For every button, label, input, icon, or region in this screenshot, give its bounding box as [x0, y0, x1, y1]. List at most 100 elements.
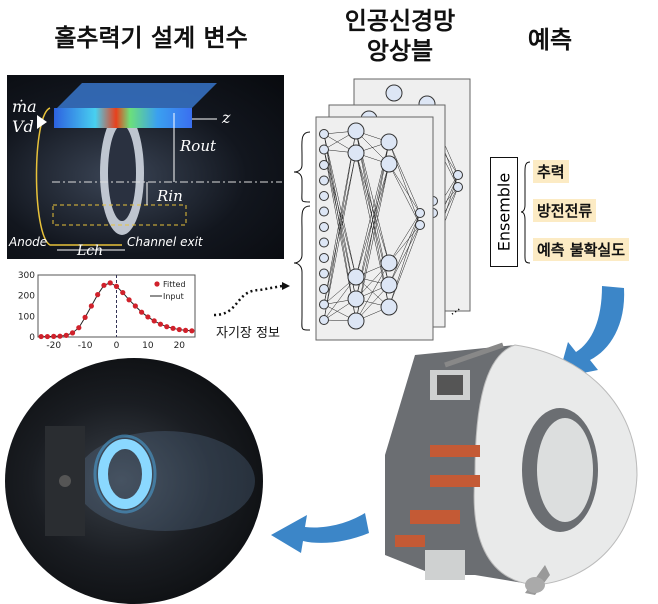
fitted-point	[139, 309, 145, 315]
channel-box	[52, 204, 187, 226]
output-thrust: 추력	[533, 160, 569, 183]
prediction-title: 예측	[527, 26, 573, 54]
nn-node	[380, 133, 398, 151]
thruster-schematic-image: ṁa Vd z Rout Rin Anode Channel exit Lch	[7, 75, 284, 259]
nn-edge	[323, 152, 357, 321]
fitted-point	[170, 325, 176, 331]
nn-edge	[388, 141, 421, 214]
x-tick-label: -10	[78, 341, 93, 351]
nn-edge	[388, 212, 421, 264]
dotted-arrow	[213, 282, 290, 317]
fitted-point	[120, 289, 126, 296]
legend-input-label: Input	[163, 292, 184, 301]
nn-node	[380, 276, 398, 294]
fitted-point	[113, 283, 120, 289]
fitted-point	[44, 333, 51, 340]
nn-node	[380, 254, 398, 272]
fitted-point	[157, 321, 164, 327]
inflow-arrow-icon	[37, 115, 47, 129]
fitted-point	[51, 333, 57, 339]
fitted-point	[82, 314, 88, 320]
fitted-point	[57, 333, 63, 339]
design-variables-title: 홀추력기 설계 변수	[54, 24, 248, 52]
nn-edge	[323, 130, 357, 305]
output-brace	[520, 161, 531, 264]
nn-node	[319, 299, 329, 310]
x-tick-label: 0	[114, 341, 120, 351]
fitted-point	[63, 332, 69, 338]
fitted-point	[95, 292, 101, 298]
nn-panel	[315, 116, 434, 341]
nn-node	[347, 312, 365, 330]
nn-node	[319, 315, 329, 325]
nn-edge	[355, 141, 390, 322]
nn-node	[319, 237, 329, 248]
curved-arrow-left	[271, 513, 369, 553]
legend-fitted-label: Fitted	[163, 280, 186, 289]
nn-node	[319, 129, 329, 139]
nn-node	[385, 84, 403, 102]
nn-node	[319, 284, 329, 294]
input-braces	[293, 131, 311, 331]
legend-fitted-marker	[154, 281, 160, 287]
anode-label: Anode	[9, 235, 48, 249]
fitted-point	[76, 325, 82, 331]
thruster-firing-photo	[5, 358, 263, 604]
nn-edge	[323, 133, 357, 278]
nn-node	[319, 222, 329, 232]
nn-node	[319, 191, 329, 201]
ensemble-box: Ensemble	[490, 157, 518, 267]
fitted-point	[145, 314, 151, 320]
fitted-point	[38, 333, 44, 340]
z-axis-label: z	[222, 108, 231, 127]
fitted-point	[164, 324, 170, 330]
nn-edge	[323, 130, 357, 321]
lch-label: Lch	[77, 243, 104, 259]
mass-flow-label: ṁa	[12, 97, 37, 116]
x-tick-label: -20	[46, 341, 61, 351]
nn-node	[415, 208, 425, 218]
voltage-label: Vd	[12, 117, 34, 136]
ann-ensemble-title: 인공신경망 앙상블	[320, 6, 480, 66]
nn-node	[319, 144, 329, 155]
nn-node	[319, 160, 329, 170]
nn-node	[453, 170, 463, 180]
nn-node	[347, 122, 365, 140]
nn-node	[380, 298, 398, 316]
channel-outline	[35, 107, 122, 246]
magnetic-info-label: 자기장 정보	[216, 326, 280, 341]
nn-node	[319, 175, 329, 186]
ensemble-label: Ensemble	[494, 172, 514, 252]
nn-node	[347, 290, 365, 308]
nn-node	[453, 182, 463, 192]
plasma-glow	[98, 439, 152, 509]
fitted-point	[101, 282, 107, 288]
nn-edge	[388, 141, 421, 226]
nn-edge	[355, 152, 390, 264]
field-plane	[57, 83, 217, 108]
fitted-point	[132, 303, 138, 309]
nn-node	[319, 253, 329, 263]
nn-edge	[323, 149, 357, 278]
fitted-point	[182, 327, 189, 333]
plasma-ring-inner	[108, 125, 136, 221]
output-uncertainty: 예측 불확실도	[533, 238, 630, 261]
curved-arrow-down	[558, 286, 625, 378]
nn-node	[380, 155, 398, 173]
r-out-label: Rout	[180, 137, 217, 155]
nn-node	[347, 268, 365, 286]
fitted-point	[88, 303, 94, 309]
nn-node	[415, 220, 425, 230]
r-in-label: Rin	[157, 187, 183, 205]
y-tick-label: 300	[18, 271, 35, 281]
ann-title-line2: 앙상블	[366, 37, 434, 65]
nn-edge	[388, 163, 421, 214]
nn-edge	[388, 163, 421, 226]
nn-edge	[388, 224, 421, 308]
nn-edge	[355, 262, 390, 322]
y-tick-label: 200	[18, 292, 35, 302]
nn-node	[319, 268, 329, 279]
thruster-3d-model	[385, 342, 638, 595]
fitted-point	[176, 326, 182, 333]
